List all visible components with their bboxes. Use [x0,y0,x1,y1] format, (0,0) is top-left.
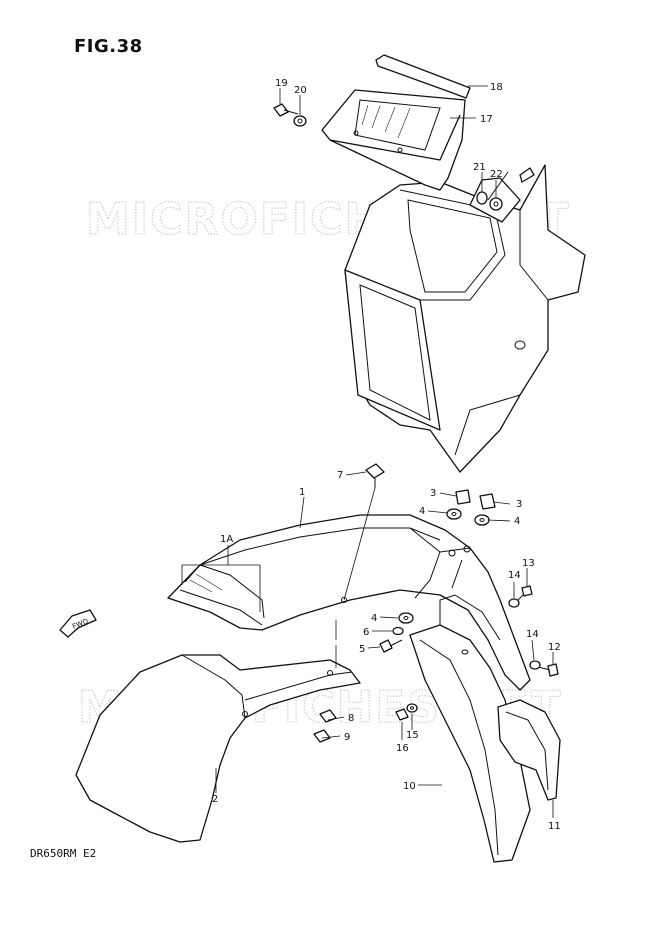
callout-labels: 19 20 18 17 21 22 7 1 3 3 4 4 1A 13 14 4… [212,78,561,832]
callout-16: 16 [396,743,409,754]
callout-4-left: 4 [419,506,425,517]
callout-4-right: 4 [514,516,520,527]
callout-22: 22 [490,169,503,180]
washer-14-lower [529,660,541,670]
figure-title: FIG.38 [74,36,143,57]
callout-3-right: 3 [516,499,522,510]
fwd-arrow: FWD [59,609,97,638]
callout-3-left: 3 [430,488,436,499]
callout-18: 18 [490,82,503,93]
model-code: DR650RM E2 [30,847,97,860]
callout-17: 17 [480,114,493,125]
bolt-12 [537,663,559,677]
front-mudguard [75,620,361,843]
callout-15: 15 [406,730,419,741]
callout-5: 5 [359,644,365,655]
callout-12: 12 [548,642,561,653]
grommet-4-lower [398,612,414,624]
front-fender-upper [167,514,531,691]
washer-6 [392,626,404,636]
lens-trim [375,54,471,99]
callout-19: 19 [275,78,288,89]
callout-8: 8 [348,713,354,724]
washer-20 [293,115,307,127]
callout-10: 10 [403,781,416,792]
callout-14-lower: 14 [526,629,539,640]
bolt-5 [379,639,403,653]
nut-21 [476,191,488,205]
grommet-4-left [446,508,462,520]
callout-14-upper: 14 [508,570,521,581]
callout-6: 6 [363,627,369,638]
grommet-4-right [474,514,490,526]
callout-1A: 1A [220,534,233,545]
callout-7: 7 [337,470,343,481]
screw-19 [273,103,299,117]
callout-20: 20 [294,85,307,96]
washer-15 [406,703,418,713]
headlight-housing [344,164,586,473]
callout-1: 1 [299,487,305,498]
bolt-13 [515,585,533,603]
nut-16 [395,708,409,721]
callout-9: 9 [344,732,350,743]
lens-cover [321,89,466,191]
callout-4-lower: 4 [371,613,377,624]
leader-lines [181,85,554,818]
callout-11: 11 [548,821,561,832]
inner-fender [409,594,531,863]
callout-13: 13 [522,558,535,569]
spacer-3-left [455,489,471,505]
callout-21: 21 [473,162,486,173]
side-guard [497,699,561,801]
nut-9 [313,729,331,743]
callout-2: 2 [212,794,218,805]
bolt-7 [343,463,385,601]
nut-22 [489,197,503,211]
washer-14-upper [508,598,520,608]
spacer-3-right [479,493,496,510]
